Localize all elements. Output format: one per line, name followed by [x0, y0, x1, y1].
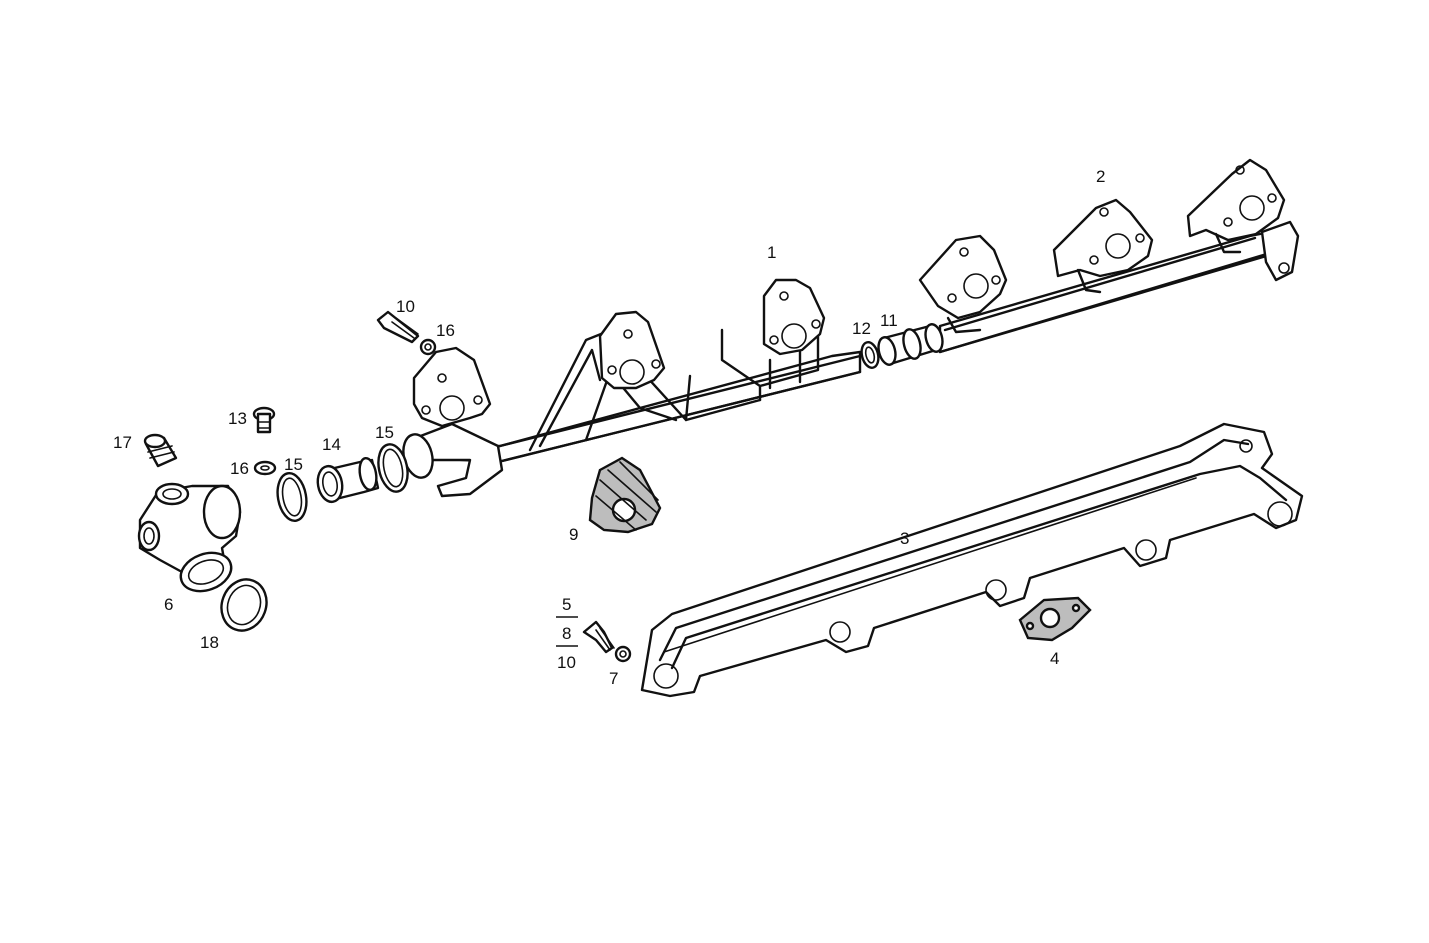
part-15-o-ring-left — [276, 472, 308, 522]
label-part-11: 11 — [880, 311, 898, 330]
label-part-15-right: 15 — [375, 423, 394, 442]
label-part-5: 5 — [562, 595, 571, 614]
part-18-o-ring-large — [220, 578, 268, 632]
part-16-washer-top — [419, 338, 437, 356]
label-part-7: 7 — [609, 669, 618, 688]
label-part-17: 17 — [113, 433, 132, 452]
part-4-small-gasket — [1018, 596, 1092, 642]
mounting-pad-5 — [1052, 198, 1154, 294]
mounting-pad-6 — [1186, 158, 1286, 254]
label-part-12: 12 — [852, 319, 871, 338]
part-7-washer — [614, 645, 632, 663]
label-part-4: 4 — [1050, 649, 1059, 668]
label-part-10-top: 10 — [396, 297, 415, 316]
label-part-1: 1 — [767, 243, 776, 262]
part-16-washer-left — [253, 460, 277, 476]
label-part-16-top: 16 — [436, 321, 455, 340]
part-8-bolt — [582, 620, 615, 654]
label-part-3: 3 — [900, 529, 909, 548]
label-part-6: 6 — [164, 595, 173, 614]
label-part-16-left: 16 — [230, 459, 249, 478]
part-9-flange-gasket — [588, 456, 662, 534]
part-11-coupling — [877, 323, 944, 366]
label-part-13: 13 — [228, 409, 247, 428]
part-10-bolt — [376, 310, 420, 344]
part-14-sleeve — [316, 456, 380, 504]
part-17-fitting — [143, 433, 178, 468]
mounting-pad-3 — [762, 278, 826, 356]
label-part-2: 2 — [1096, 167, 1105, 186]
part-12-seal-ring — [860, 341, 880, 369]
label-part-18: 18 — [200, 633, 219, 652]
mounting-pad-1 — [412, 346, 492, 428]
label-part-10-bottom: 10 — [557, 653, 576, 672]
label-part-8: 8 — [562, 624, 571, 643]
manifold-rail-upper — [402, 220, 1300, 498]
part-6-tee-housing — [137, 482, 242, 593]
label-part-14: 14 — [322, 435, 341, 454]
part-13-bolt — [252, 406, 276, 434]
part-15-o-ring-right — [377, 443, 409, 493]
label-part-9: 9 — [569, 525, 578, 544]
mounting-pad-4 — [918, 234, 1008, 334]
part-3-manifold-gasket — [640, 422, 1304, 698]
mounting-pad-2 — [598, 310, 666, 390]
label-part-15-left: 15 — [284, 455, 303, 474]
